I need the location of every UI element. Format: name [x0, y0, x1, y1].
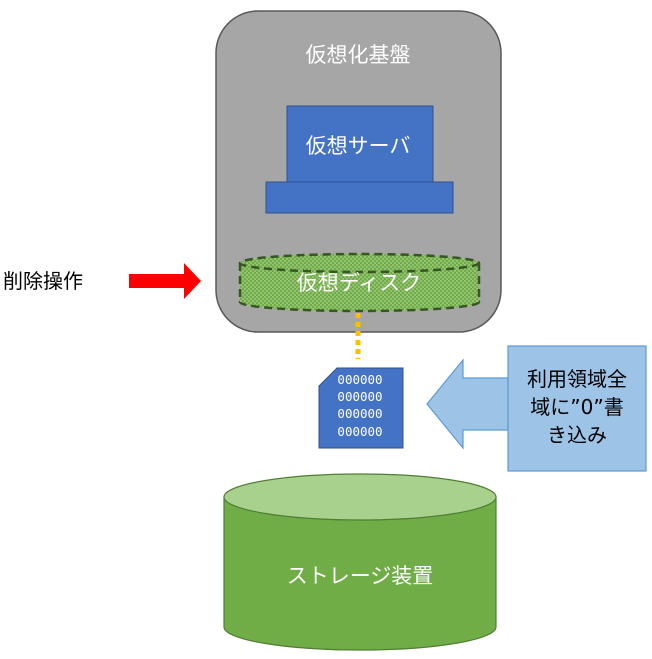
- vdisk-top: [238, 252, 481, 274]
- zero-write-line-2: 域に”0”書: [530, 395, 623, 419]
- data-line-2: 000000: [337, 389, 382, 404]
- zero-write-line-1: 利用領域全: [527, 367, 627, 391]
- data-block-icon: [318, 367, 404, 449]
- zero-write-arrow-icon: [426, 358, 509, 450]
- delete-operation-label: 削除操作: [3, 269, 83, 293]
- storage-body: [223, 496, 497, 651]
- storage-label: ストレージ装置: [287, 564, 434, 588]
- data-line-3: 000000: [337, 406, 382, 421]
- server-screen: [286, 105, 434, 185]
- data-line-4: 000000: [337, 424, 382, 439]
- zero-write-line-3: き込み: [547, 423, 607, 447]
- storage-top: [223, 473, 497, 521]
- data-line-1: 000000: [337, 372, 382, 387]
- server-label: 仮想サーバ: [306, 134, 411, 158]
- zero-write-box: [507, 345, 647, 472]
- server-base: [265, 181, 454, 214]
- vdisk-label: 仮想ディスク: [297, 271, 422, 295]
- platform-title: 仮想化基盤: [306, 43, 411, 67]
- delete-arrow-icon: [129, 263, 201, 299]
